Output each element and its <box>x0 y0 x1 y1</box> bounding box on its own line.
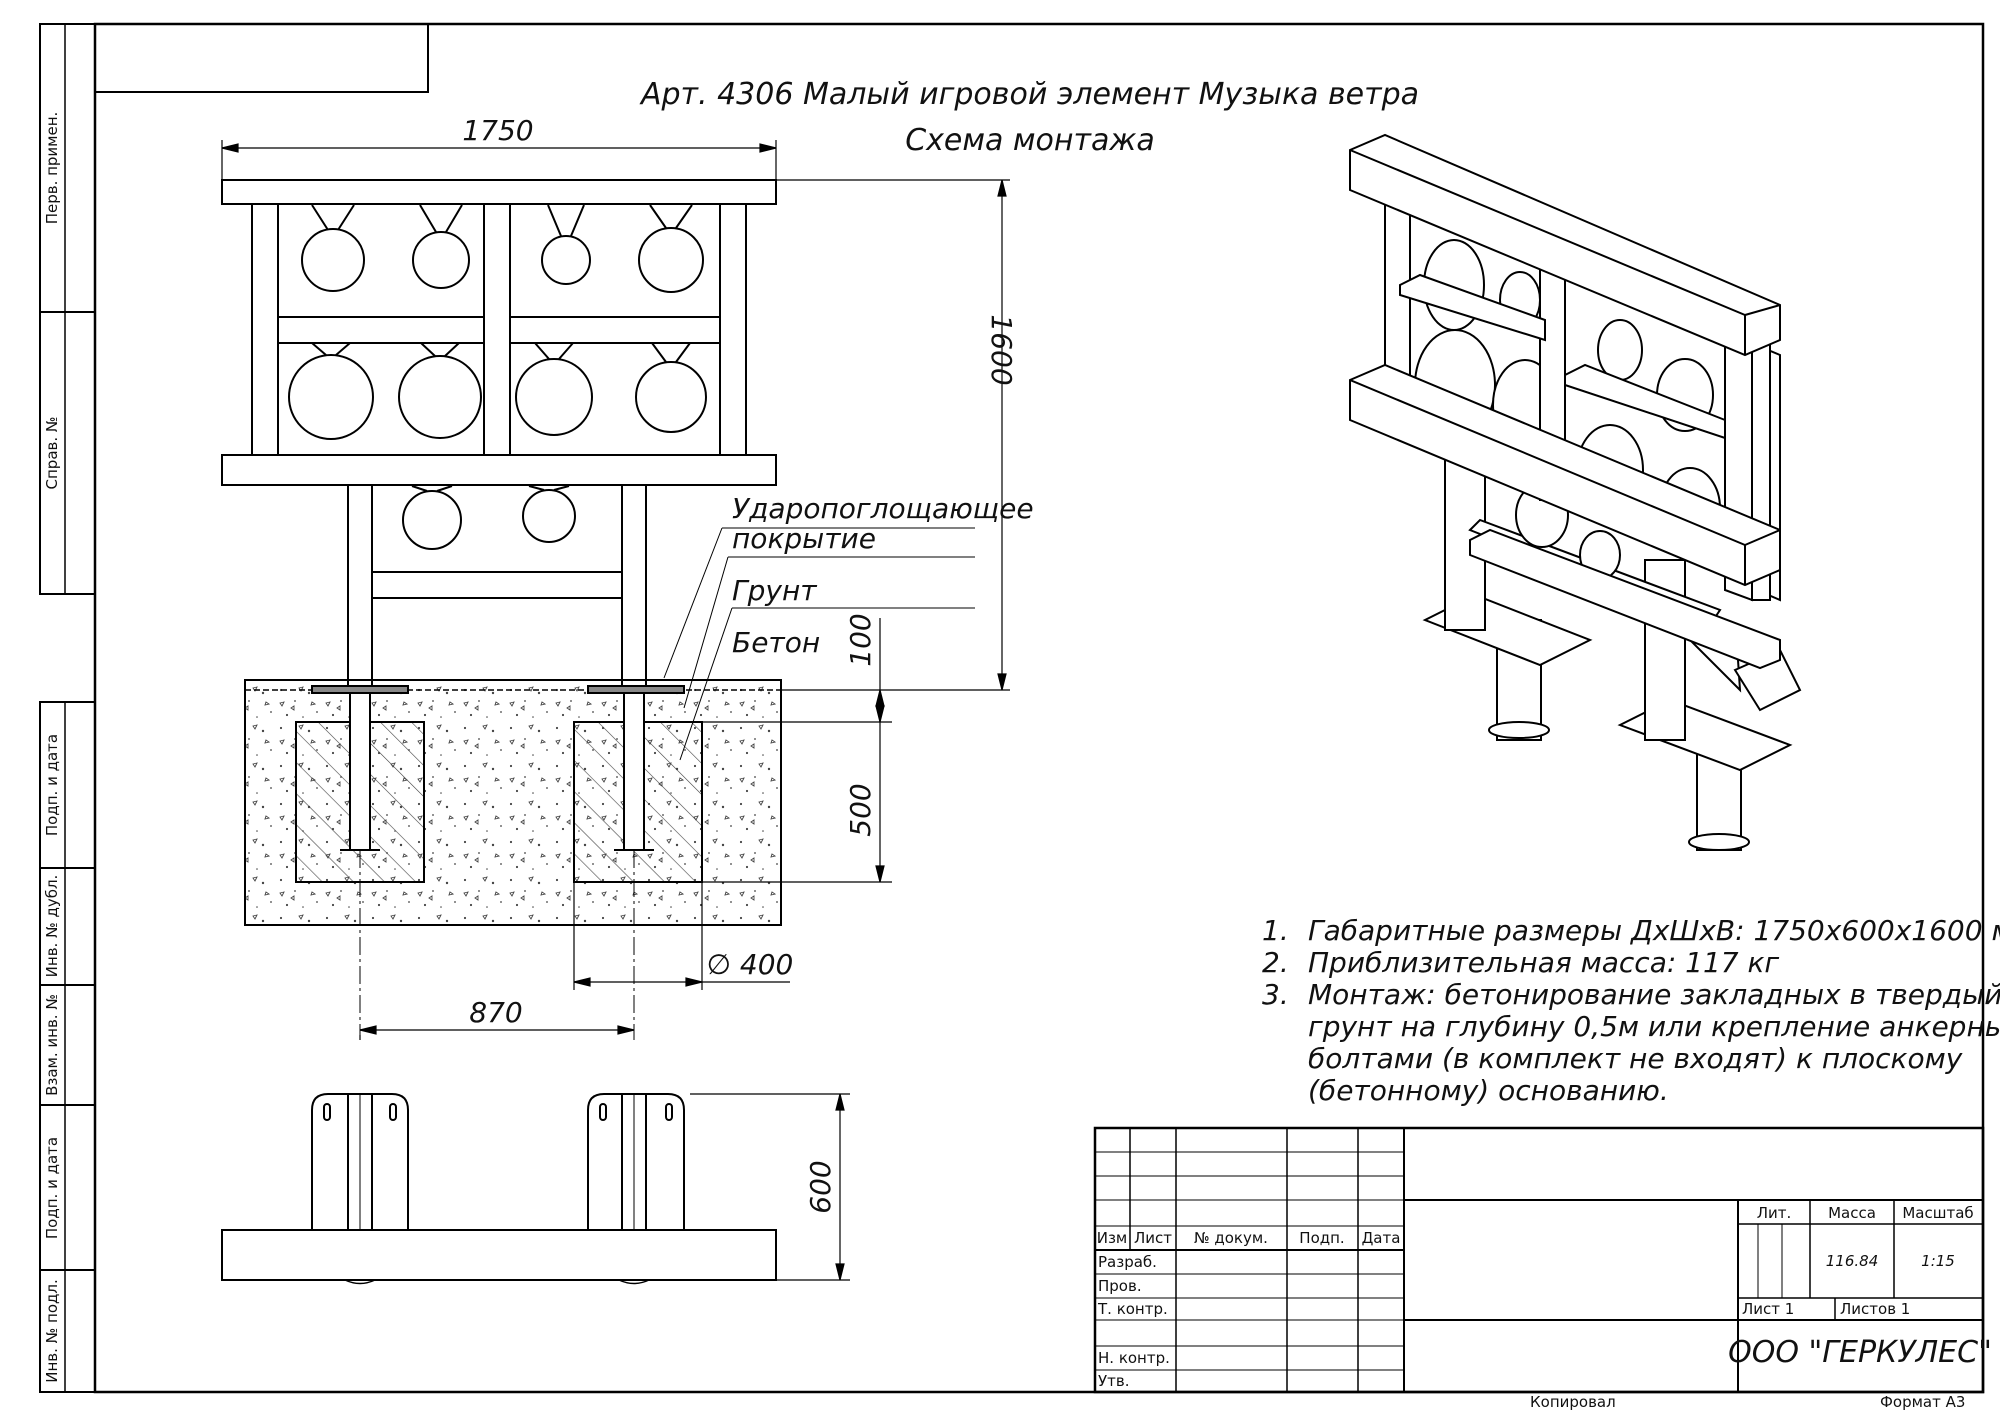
note-3-num: 3. <box>1262 978 1289 1011</box>
dim-cover-label: 100 <box>844 613 877 666</box>
side-label-sprav-no: Справ. № <box>43 417 61 490</box>
tb-col-podp: Подп. <box>1299 1229 1344 1247</box>
bells-row-1 <box>301 204 704 293</box>
rail-right <box>509 316 721 344</box>
note-3-line-2: грунт на глубину 0,5м или крепление анке… <box>1308 1010 2000 1043</box>
top-beam <box>221 179 777 205</box>
tb-row-utv: Утв. <box>1098 1372 1130 1390</box>
title-block <box>1093 1126 1985 1394</box>
base-plate-left <box>311 685 409 694</box>
tb-masshtab: Масштаб <box>1902 1204 1973 1222</box>
note-1-line-1: Габаритные размеры ДхШхВ: 1750х600х1600 … <box>1308 914 2000 947</box>
side-label-inv-podl: Инв. № подл. <box>43 1279 61 1382</box>
sheet-frame <box>39 22 1985 1394</box>
lower-rail <box>371 571 623 599</box>
leg-left <box>347 484 373 688</box>
tb-col-list: Лист <box>1134 1229 1172 1247</box>
notes: 1. Габаритные размеры ДхШхВ: 1750х600х16… <box>1262 914 2000 1107</box>
leg-right <box>621 484 647 688</box>
dimensions-front <box>221 140 1010 1040</box>
side-label-vzam-inv: Взам. инв. № <box>43 994 61 1096</box>
outer-post-left <box>251 203 279 456</box>
dim-width-label: 1750 <box>462 114 533 147</box>
tb-company: ООО "ГЕРКУЛЕС" <box>1728 1335 1992 1370</box>
top-view <box>221 1093 777 1285</box>
note-3-line-4: (бетонному) основанию. <box>1308 1074 1669 1107</box>
bells-row-3 <box>402 485 576 550</box>
tb-col-dokum: № докум. <box>1194 1229 1268 1247</box>
tb-massa-value: 116.84 <box>1826 1252 1879 1270</box>
dim-base-depth-label: 600 <box>804 1160 837 1213</box>
front-view <box>221 179 782 1040</box>
tb-lit: Лит. <box>1757 1204 1792 1222</box>
side-label-inv-dubl: Инв. № дубл. <box>43 875 61 978</box>
tb-col-data: Дата <box>1362 1229 1401 1247</box>
side-label-podp-data-2: Подп. и дата <box>43 1137 61 1239</box>
callout-concrete: Бетон <box>732 626 820 659</box>
tb-row-razrab: Разраб. <box>1098 1253 1157 1271</box>
drawing-title: Арт. 4306 Малый игровой элемент Музыка в… <box>639 77 1419 158</box>
footer-format: Формат А3 <box>1880 1393 1965 1411</box>
dim-depth-label: 500 <box>844 783 877 836</box>
title-line-1: Арт. 4306 Малый игровой элемент Музыка в… <box>639 77 1419 112</box>
tb-scale-value: 1:15 <box>1921 1252 1955 1270</box>
callout-cover-2: покрытие <box>732 522 876 555</box>
title-line-2: Схема монтажа <box>905 123 1155 158</box>
middle-beam <box>221 454 777 486</box>
bells-row-2 <box>288 342 707 440</box>
callout-soil: Грунт <box>732 574 817 607</box>
note-1-num: 1. <box>1262 914 1289 947</box>
note-3-line-1: Монтаж: бетонирование закладных в тверды… <box>1308 978 2000 1011</box>
callout-cover-1: Ударопоглощающее <box>732 492 1034 525</box>
footer: Копировал Формат А3 <box>1530 1393 1965 1411</box>
inner-post-right <box>486 204 512 455</box>
side-label-perv-primen: Перв. примен. <box>43 112 61 225</box>
dim-diameter-label: ∅ 400 <box>707 948 794 981</box>
dim-height-label: 1600 <box>985 314 1018 385</box>
dim-spacing-label: 870 <box>469 996 522 1029</box>
tb-row-nkontr: Н. контр. <box>1098 1349 1170 1367</box>
footer-kopiroval: Копировал <box>1530 1393 1616 1411</box>
inner-post-left <box>483 203 511 456</box>
top-view-beam <box>221 1229 777 1281</box>
note-2-line-1: Приблизительная масса: 117 кг <box>1308 946 1779 979</box>
outer-post-right <box>719 203 747 456</box>
title-block-text: Изм Лист № докум. Подп. Дата Разраб. Про… <box>1097 1204 1992 1390</box>
note-2-num: 2. <box>1262 946 1289 979</box>
dimension-labels-front: 1750 1600 100 500 870 ∅ 400 <box>462 114 1018 1029</box>
tb-massa: Масса <box>1828 1204 1876 1222</box>
side-strip-labels: Перв. примен. Справ. № Подп. и дата Инв.… <box>43 112 61 1383</box>
tb-row-tkontr: Т. контр. <box>1097 1300 1168 1318</box>
side-label-podp-data-1: Подп. и дата <box>43 734 61 836</box>
tb-sheet: Лист 1 <box>1742 1300 1794 1318</box>
note-3-line-3: болтами (в комплект не входят) к плоском… <box>1308 1042 1963 1075</box>
callout-labels: Ударопоглощающее покрытие Грунт Бетон <box>732 492 1034 659</box>
dimensions-top-view <box>690 1093 850 1281</box>
isometric-view <box>1349 133 1802 851</box>
tb-col-izm: Изм <box>1097 1229 1128 1247</box>
rail-left <box>277 316 485 344</box>
tb-row-prov: Пров. <box>1098 1277 1142 1295</box>
tb-sheets: Листов 1 <box>1840 1300 1910 1318</box>
base-plate-right <box>587 685 685 694</box>
